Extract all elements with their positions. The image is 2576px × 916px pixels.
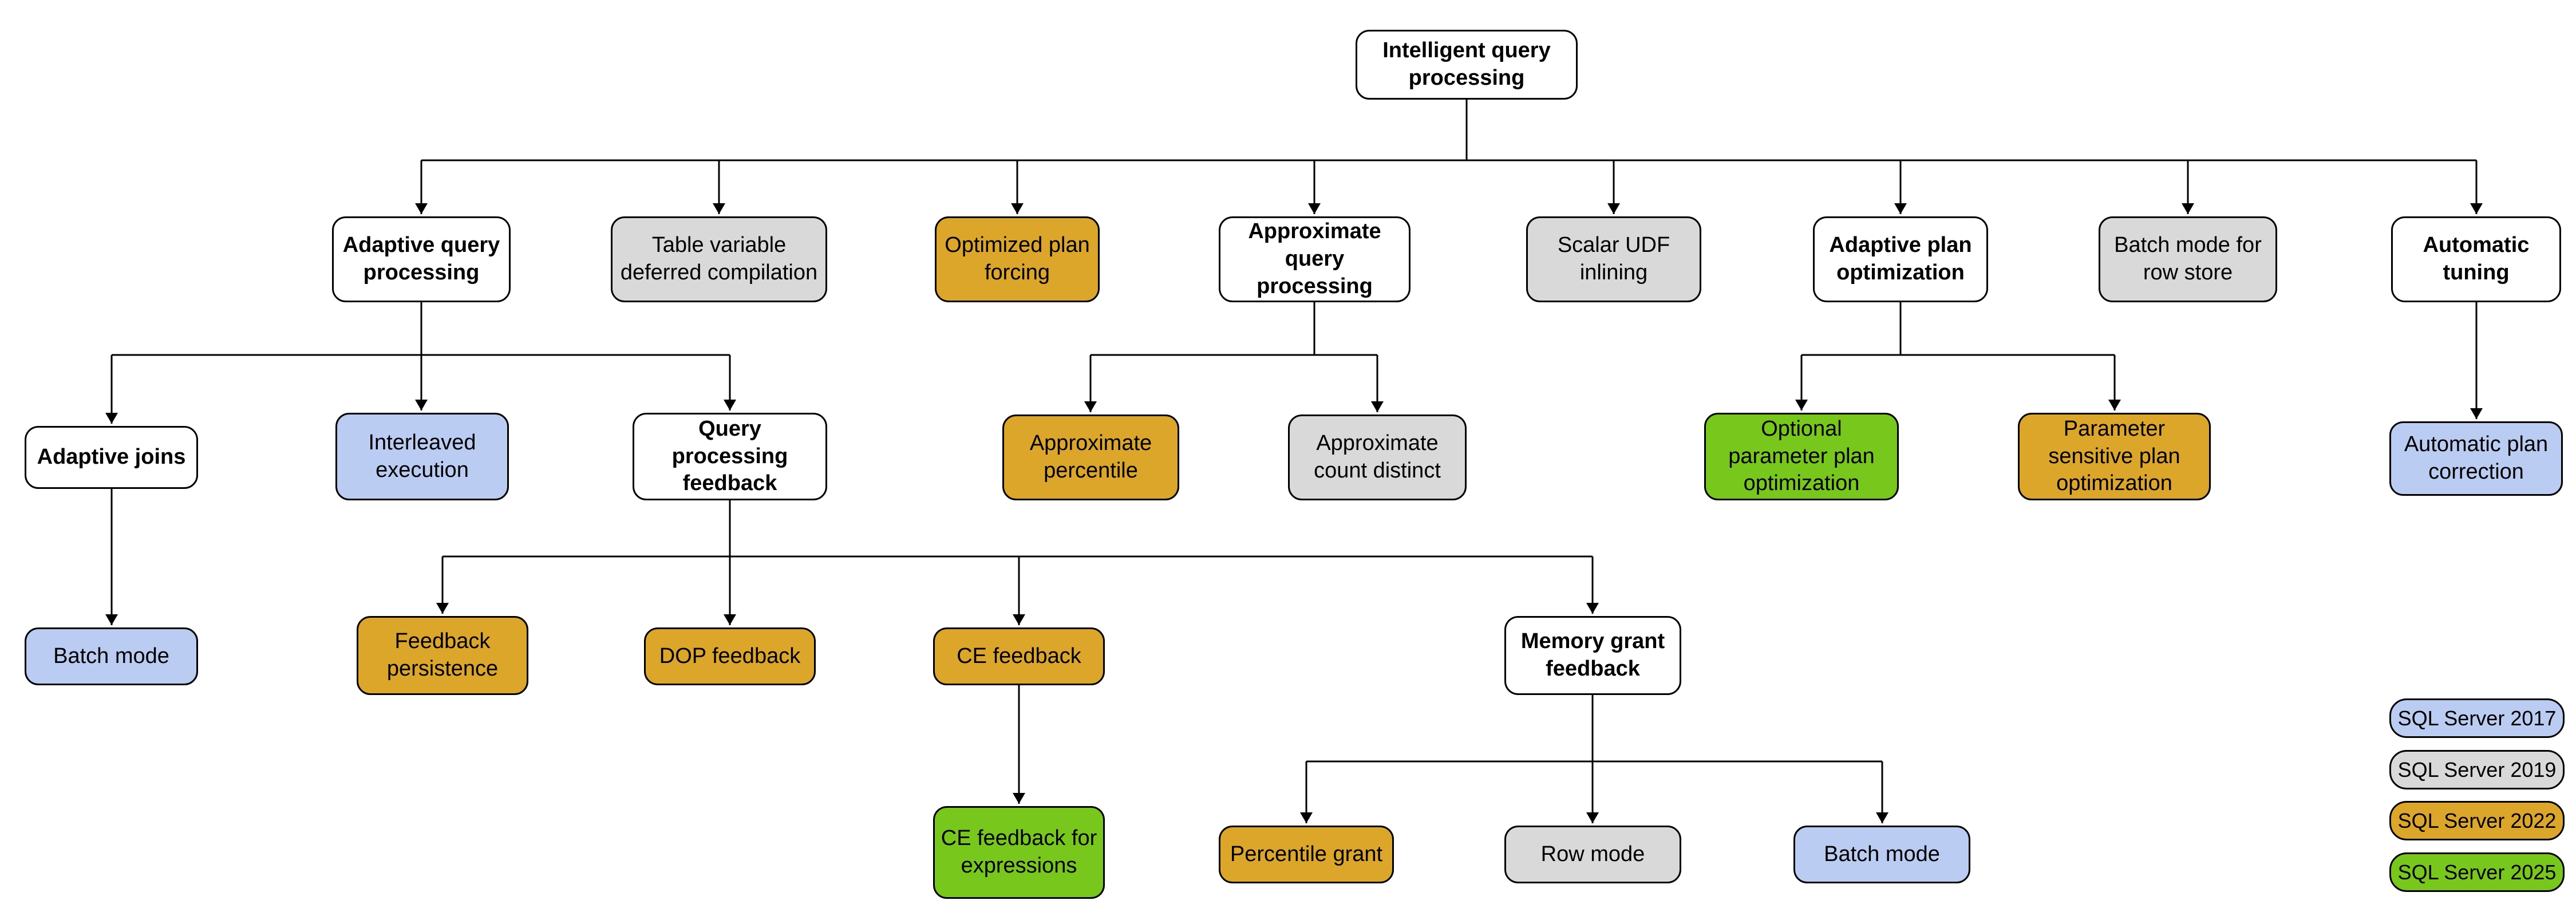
node-feedback-persistence: Feedback persistence (357, 616, 528, 695)
legend-sql-server-2017: SQL Server 2017 (2389, 698, 2565, 738)
node-adaptive-query-processing: Adaptive query processing (332, 216, 511, 302)
node-batch-mode-for-row-store: Batch mode for row store (2099, 216, 2277, 302)
legend-sql-server-2019: SQL Server 2019 (2389, 750, 2565, 789)
node-memory-grant-feedback: Memory grant feedback (1504, 616, 1681, 695)
legend-sql-server-2022: SQL Server 2022 (2389, 801, 2565, 840)
node-percentile-grant: Percentile grant (1219, 826, 1394, 883)
node-approximate-query-processing: Approximate query processing (1219, 216, 1411, 302)
node-optimized-plan-forcing: Optimized plan forcing (935, 216, 1100, 302)
node-batch-mode-adaptive-joins: Batch mode (25, 627, 198, 685)
node-row-mode: Row mode (1504, 826, 1681, 883)
node-parameter-sensitive-plan-optimization: Parameter sensitive plan optimization (2018, 413, 2211, 500)
node-automatic-tuning: Automatic tuning (2391, 216, 2561, 302)
node-scalar-udf-inlining: Scalar UDF inlining (1526, 216, 1701, 302)
node-batch-mode-memory-grant: Batch mode (1793, 826, 1970, 883)
node-dop-feedback: DOP feedback (644, 627, 816, 685)
node-approximate-percentile: Approximate percentile (1002, 414, 1179, 500)
node-intelligent-query-processing: Intelligent query processing (1356, 30, 1578, 100)
node-adaptive-joins: Adaptive joins (25, 426, 198, 489)
node-table-variable-deferred-compilation: Table variable deferred compilation (611, 216, 827, 302)
node-adaptive-plan-optimization: Adaptive plan optimization (1813, 216, 1988, 302)
node-ce-feedback-for-expressions: CE feedback for expressions (933, 806, 1105, 899)
node-optional-parameter-plan-optimization: Optional parameter plan optimization (1704, 413, 1899, 500)
node-approximate-count-distinct: Approximate count distinct (1288, 414, 1467, 500)
node-automatic-plan-correction: Automatic plan correction (2389, 421, 2563, 496)
node-interleaved-execution: Interleaved execution (335, 413, 509, 500)
legend-sql-server-2025: SQL Server 2025 (2389, 852, 2565, 892)
node-query-processing-feedback: Query processing feedback (633, 413, 827, 500)
node-ce-feedback: CE feedback (933, 627, 1105, 685)
